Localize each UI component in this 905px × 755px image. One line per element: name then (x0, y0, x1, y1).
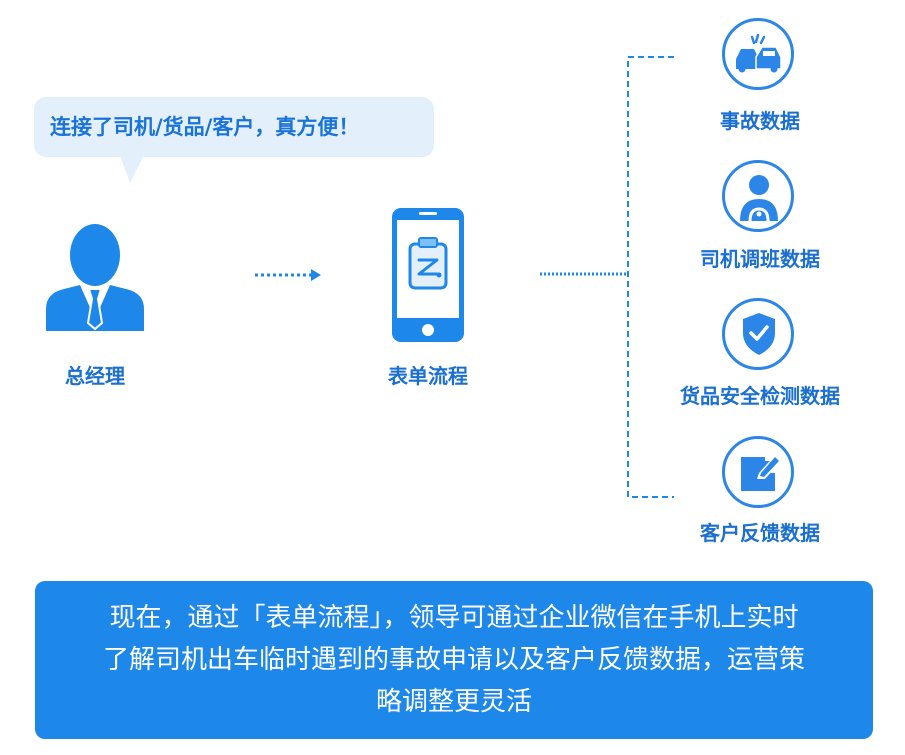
car-accident-icon (736, 33, 782, 73)
edit-pencil-icon (741, 455, 781, 491)
edit-icon-circle (722, 436, 794, 508)
summary-line: 了解司机出车临时遇到的事故申请以及客户反馈数据，运营策 (102, 645, 805, 675)
driver-icon-circle (722, 160, 794, 232)
summary-text: 现在，通过「表单流程」，领导可通过企业微信在手机上实时 了解司机出车临时遇到的事… (55, 597, 853, 723)
smartphone-clipboard-icon (392, 208, 464, 342)
data-item-label: 货品安全检测数据 (680, 384, 840, 408)
speech-bubble-tail (120, 155, 144, 183)
data-item-label: 司机调班数据 (700, 247, 820, 271)
summary-line: 现在，通过「表单流程」，领导可通过企业微信在手机上实时 (109, 603, 799, 633)
shield-check-icon (743, 313, 775, 355)
speech-bubble-text: 连接了司机/货品/客户，真方便！ (50, 115, 360, 139)
business-person-icon (46, 224, 144, 331)
accident-icon-circle (722, 18, 794, 90)
data-item-label: 事故数据 (720, 109, 800, 133)
shield-icon-circle (722, 298, 794, 370)
data-item-label: 客户反馈数据 (700, 521, 820, 545)
summary-panel: 现在，通过「表单流程」，领导可通过企业微信在手机上实时 了解司机出车临时遇到的事… (35, 581, 873, 739)
driver-icon (740, 175, 778, 222)
form-process-label: 表单流程 (388, 364, 468, 388)
manager-label: 总经理 (65, 364, 125, 388)
dotted-arrow (255, 269, 321, 281)
summary-line: 略调整更灵活 (375, 687, 532, 717)
dotted-connector (540, 56, 674, 498)
speech-bubble: 连接了司机/货品/客户，真方便！ (34, 97, 434, 157)
